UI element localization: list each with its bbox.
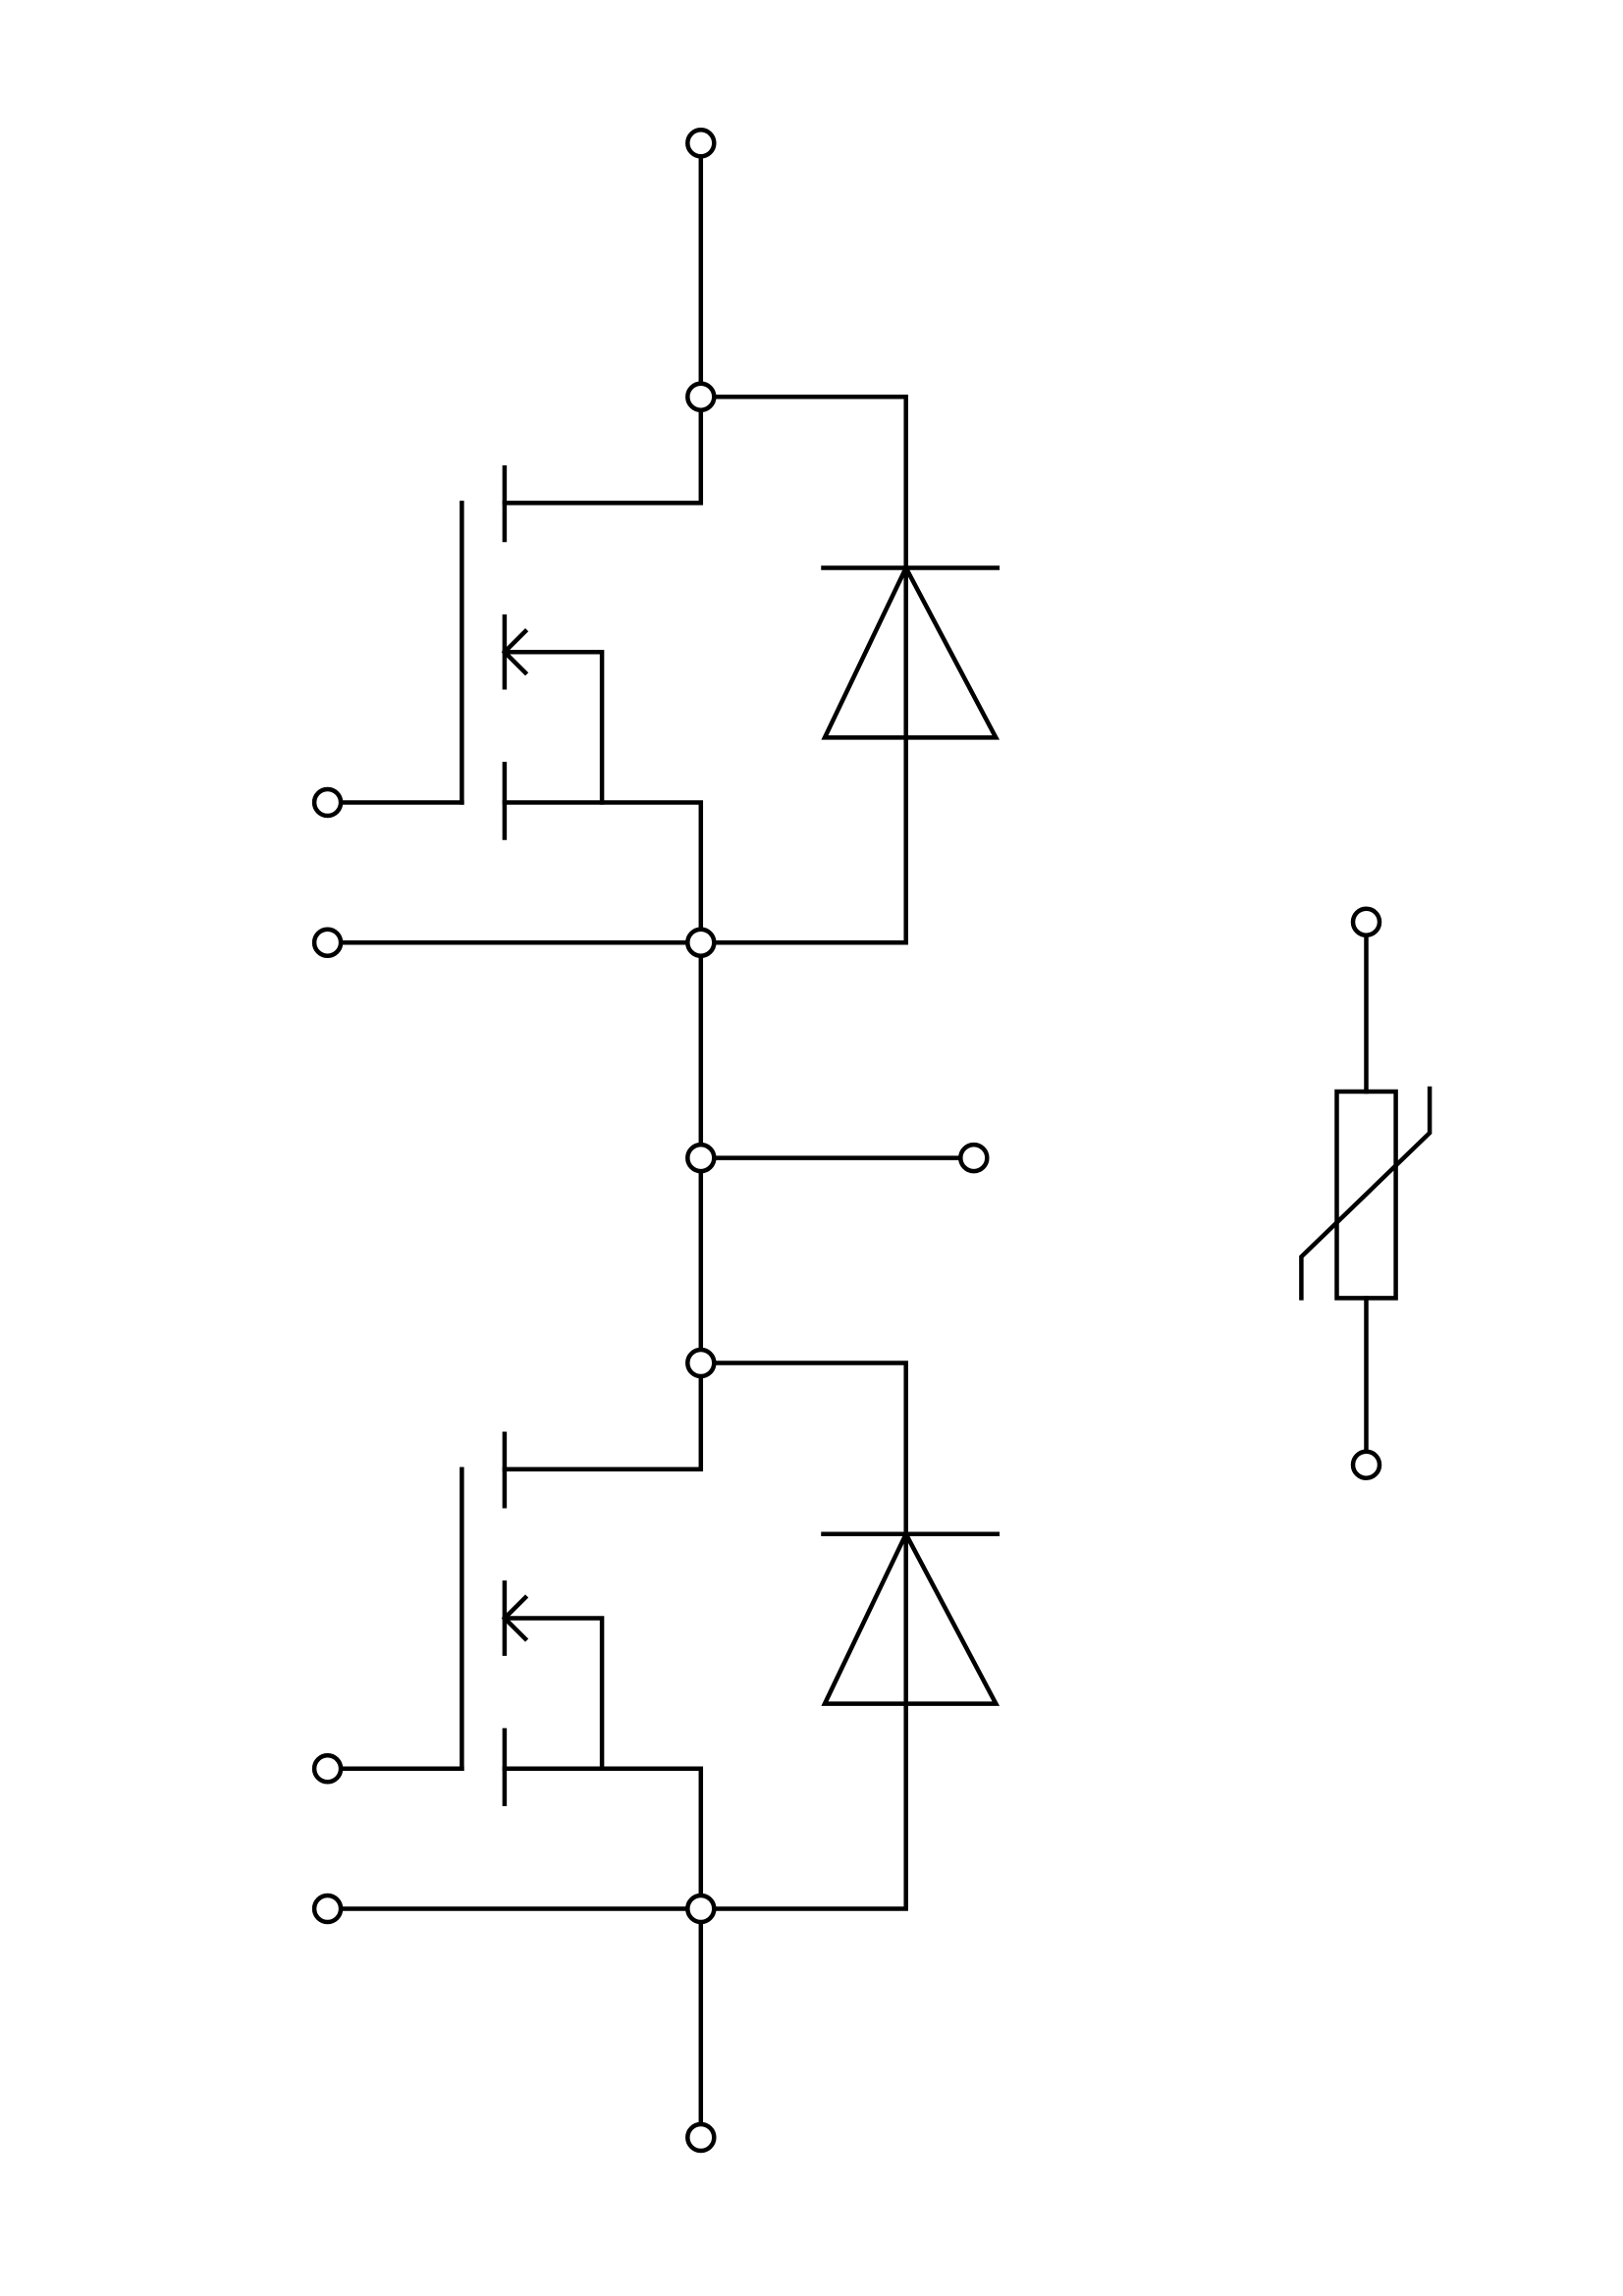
upper-diode-cathode-lead [698, 394, 908, 570]
upper-diode-triangle [821, 562, 1001, 740]
output-junction [685, 1142, 717, 1174]
upper-diode-anode-lead [698, 565, 908, 945]
lower-rail-terminal [685, 2121, 717, 2154]
upper-body-arrow [501, 628, 529, 676]
upper-drain-terminal [685, 128, 717, 159]
thermistor-body [1334, 1089, 1398, 1301]
upper-source-terminal [311, 927, 344, 958]
upper-diode-group [821, 562, 1001, 740]
lower-diode-group [821, 1528, 1001, 1706]
lower-body-tie [502, 1616, 605, 1772]
lower-diode-cathode-lead [698, 1361, 908, 1537]
thermistor-bottom-terminal [1350, 1449, 1382, 1480]
symbols [460, 465, 1433, 1807]
upper-source-lead [502, 800, 704, 945]
output-terminal [958, 1142, 990, 1174]
lower-mosfet-group [460, 1431, 529, 1807]
lower-diode-anode-lead [698, 1531, 908, 1911]
lower-source-terminal [311, 1893, 344, 1925]
lower-diode-triangle [821, 1528, 1001, 1706]
nodes [311, 128, 1382, 2154]
upper-drain-junction [685, 381, 717, 412]
upper-mosfet-group [460, 465, 529, 840]
upper-body-tie [502, 649, 605, 805]
lower-body-arrow [501, 1594, 529, 1642]
wires [338, 154, 1369, 2128]
thermistor-top-terminal [1350, 906, 1382, 937]
ntc-thermistor-group [1299, 1086, 1433, 1301]
lower-source-lead [502, 1766, 704, 1911]
upper-drain-lead [502, 394, 704, 506]
upper-gate-terminal [311, 786, 344, 819]
lower-source-junction [685, 1893, 717, 1925]
lower-gate-terminal [311, 1753, 344, 1785]
lower-drain-lead [502, 1361, 704, 1471]
thermistor-tc-slash [1299, 1086, 1433, 1301]
upper-source-junction [685, 927, 717, 958]
lower-drain-junction [685, 1347, 717, 1379]
